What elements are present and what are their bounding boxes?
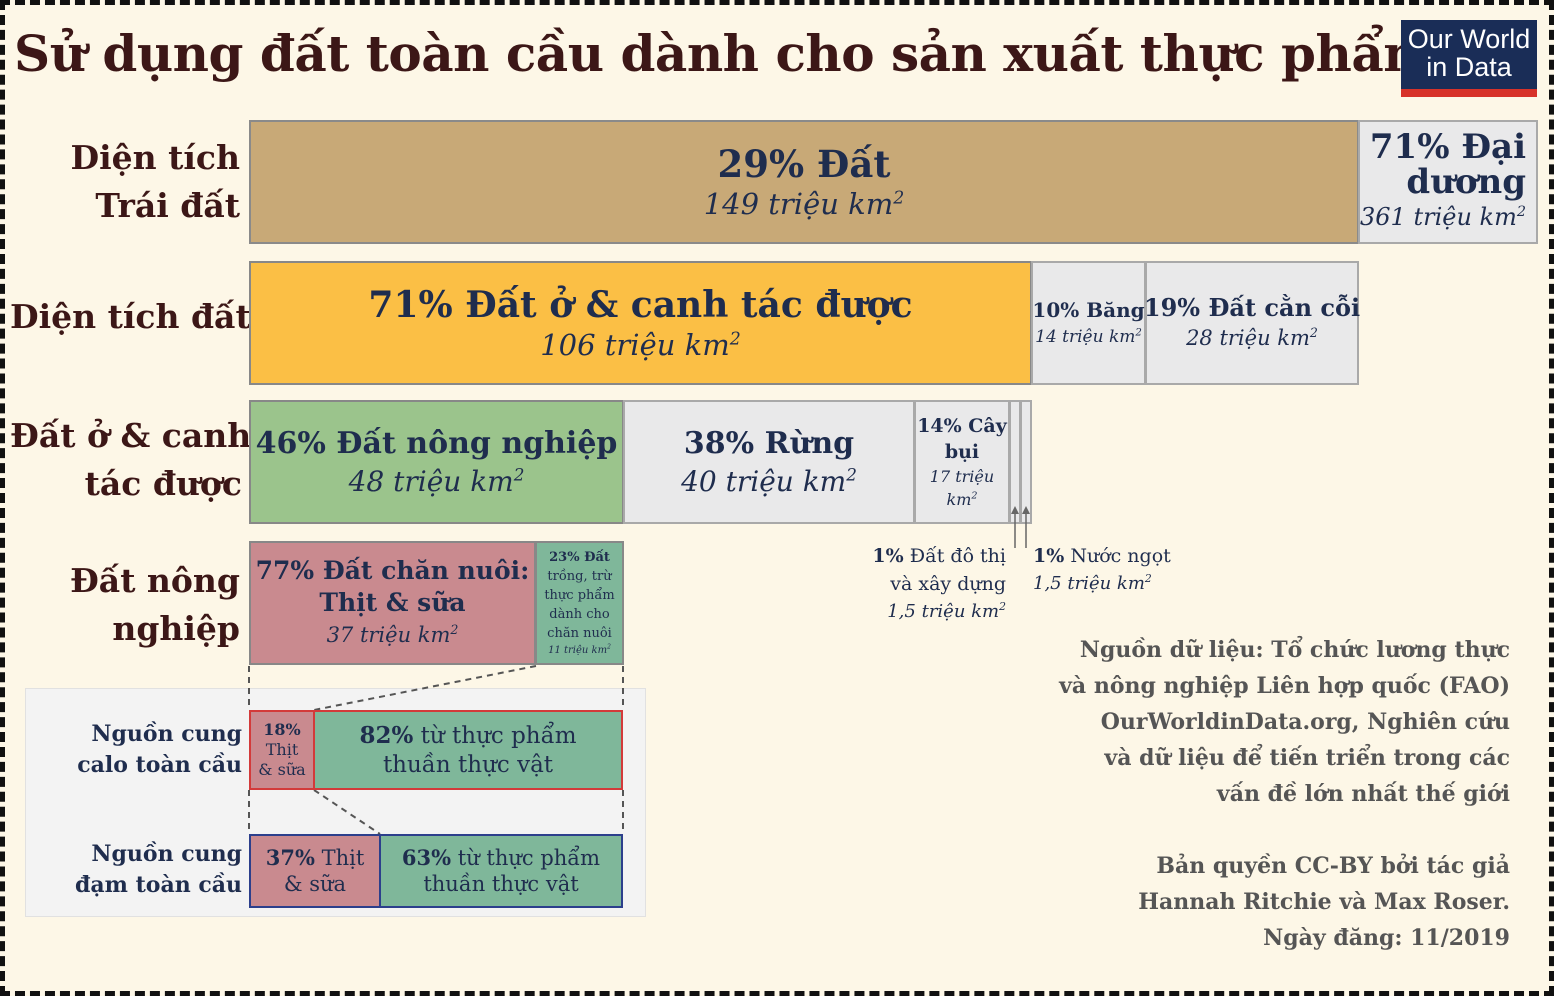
crops-box: 23% Đất trồng, trừ thực phẩm dành cho ch…	[535, 541, 624, 665]
habitable-pct: 71% Đất ở & canh tác được	[368, 284, 913, 326]
shrub-line-2: bụi	[944, 441, 980, 463]
protein-meat-l1: 37% Thịt	[265, 845, 365, 870]
protein-plant-box: 63% từ thực phẩm thuần thực vật	[379, 834, 623, 908]
credits-block: Bản quyền CC-BY bởi tác giả Hannah Ritch…	[1000, 848, 1510, 956]
calorie-meat-box: 18% Thịt & sữa	[249, 710, 315, 790]
shrub-area-2: km2	[946, 490, 978, 509]
crops-line-1: 23% Đất	[549, 549, 610, 565]
forest-pct: 38% Rừng	[683, 426, 855, 461]
habitable-area: 106 triệu km2	[540, 328, 741, 362]
credit-line-3: Ngày đăng: 11/2019	[1263, 925, 1510, 951]
calorie-meat-l1: Thịt	[265, 740, 299, 759]
calorie-label-1: Nguồn cung	[91, 721, 242, 747]
row-label-earth-2: Trái đất	[95, 186, 240, 225]
source-line-4: và dữ liệu để tiến triển trong các	[1104, 745, 1510, 771]
urban-area: 1,5 triệu km2	[887, 600, 1006, 622]
glaciers-area: 14 triệu km2	[1035, 327, 1142, 347]
ocean-area: 361 triệu km2	[1360, 203, 1526, 231]
row-label-agri-1: Đất nông	[69, 561, 240, 600]
agriculture-box: 46% Đất nông nghiệp 48 triệu km2	[249, 400, 624, 524]
crops-area: 11 triệu km2	[548, 643, 611, 656]
freshwater-line-1: Nước ngọt	[1070, 545, 1171, 567]
livestock-line-2: Thịt & sữa	[319, 588, 466, 617]
urban-note: 1% Đất đô thị và xây dựng 1,5 triệu km2	[820, 542, 1006, 626]
urban-pct: 1%	[872, 545, 904, 567]
source-block: Nguồn dữ liệu: Tổ chức lương thực và nôn…	[1000, 632, 1510, 812]
protein-plant-l2: thuần thực vật	[423, 872, 579, 896]
barren-area: 28 triệu km2	[1186, 325, 1318, 350]
forest-area: 40 triệu km2	[681, 464, 857, 498]
protein-meat-l2: & sữa	[283, 872, 347, 896]
row-label-habitable-2: tác được	[84, 464, 242, 503]
livestock-line-1: 77% Đất chăn nuôi:	[255, 556, 530, 585]
protein-plant-l1: 63% từ thực phẩm	[401, 845, 601, 870]
connector-mid	[313, 665, 537, 711]
protein-meat-box: 37% Thịt & sữa	[249, 834, 381, 908]
forest-box: 38% Rừng 40 triệu km2	[623, 400, 915, 524]
freshwater-arrow-head	[1022, 506, 1030, 514]
calorie-meat-l2: & sữa	[258, 760, 306, 779]
shrub-line-1: 14% Cây	[917, 415, 1007, 437]
glaciers-pct: 10% Băng	[1032, 298, 1145, 322]
protein-label-2: đạm toàn cầu	[75, 872, 242, 898]
calorie-plant-l2: thuần thực vật	[382, 751, 554, 778]
land-pct: 29% Đất	[717, 142, 891, 186]
credit-line-2: Hannah Ritchie và Max Roser.	[1138, 889, 1510, 915]
connector-mid-2	[313, 789, 381, 835]
ocean-line-1: 71% Đại	[1369, 127, 1526, 167]
calorie-label: Nguồn cung calo toàn cầu	[40, 719, 242, 781]
shrub-area-1: 17 triệu	[929, 467, 995, 486]
freshwater-note: 1% Nước ngọt 1,5 triệu km2	[1033, 542, 1233, 598]
barren-box: 19% Đất cằn cỗi 28 triệu km2	[1143, 261, 1361, 385]
freshwater-pct: 1%	[1033, 545, 1065, 567]
row-label-habitable-1: Đất ở & canh	[10, 416, 252, 455]
row-label-agri: Đất nông nghiệp	[20, 557, 240, 653]
calorie-meat-pct: 18%	[263, 720, 301, 739]
row-label-earth-1: Diện tích	[70, 138, 241, 177]
row-label-habitable: Đất ở & canh tác được	[10, 412, 252, 508]
protein-label: Nguồn cung đạm toàn cầu	[40, 839, 242, 901]
source-line-2: và nông nghiệp Liên hợp quốc (FAO)	[1059, 673, 1510, 699]
habitable-box: 71% Đất ở & canh tác được 106 triệu km2	[249, 261, 1032, 385]
urban-line-1: Đất đô thị	[909, 545, 1006, 567]
livestock-box: 77% Đất chăn nuôi: Thịt & sữa 37 triệu k…	[249, 541, 536, 665]
agriculture-area: 48 triệu km2	[348, 464, 525, 498]
agriculture-pct: 46% Đất nông nghiệp	[255, 426, 618, 461]
page-title: Sử dụng đất toàn cầu dành cho sản xuất t…	[14, 24, 1436, 83]
logo-line-2: in Data	[1426, 52, 1512, 82]
shrub-box: 14% Cây bụi 17 triệu km2	[914, 400, 1010, 524]
protein-label-1: Nguồn cung	[91, 841, 242, 867]
sliver-arrows	[1011, 506, 1030, 548]
barren-pct: 19% Đất cằn cỗi	[1143, 293, 1361, 322]
credit-line-1: Bản quyền CC-BY bởi tác giả	[1156, 853, 1510, 879]
source-line-1: Nguồn dữ liệu: Tổ chức lương thực	[1079, 637, 1510, 663]
calorie-plant-l1: 82% từ thực phẩm	[359, 721, 577, 749]
freshwater-area: 1,5 triệu km2	[1033, 572, 1152, 594]
calorie-label-2: calo toàn cầu	[77, 752, 242, 778]
crops-line-5: chăn nuôi	[547, 625, 612, 641]
row-label-agri-2: nghiệp	[112, 609, 240, 648]
urban-line-2: và xây dựng	[890, 573, 1006, 595]
logo-line-1: Our World	[1407, 24, 1531, 54]
crops-line-4: dành cho	[549, 606, 610, 622]
land-area: 149 triệu km2	[703, 187, 905, 221]
row-label-land: Diện tích đất	[10, 297, 251, 336]
urban-arrow-head	[1011, 506, 1019, 514]
calorie-plant-box: 82% từ thực phẩm thuần thực vật	[313, 710, 623, 790]
crops-line-3: thực phẩm	[544, 587, 615, 603]
owid-logo[interactable]: Our World in Data	[1401, 20, 1537, 97]
crops-line-2: trồng, trừ	[547, 568, 612, 584]
source-line-5: vấn đề lớn nhất thế giới	[1216, 781, 1510, 807]
ocean-line-2: dương	[1406, 162, 1526, 202]
land-box: 29% Đất 149 triệu km2	[249, 120, 1359, 244]
ocean-box: 71% Đại dương 361 triệu km2	[1358, 120, 1538, 244]
source-line-3[interactable]: OurWorldinData.org, Nghiên cứu	[1100, 709, 1510, 735]
livestock-area: 37 triệu km2	[326, 622, 459, 647]
row-label-earth: Diện tích Trái đất	[20, 134, 241, 230]
glaciers-box: 10% Băng 14 triệu km2	[1031, 261, 1146, 385]
